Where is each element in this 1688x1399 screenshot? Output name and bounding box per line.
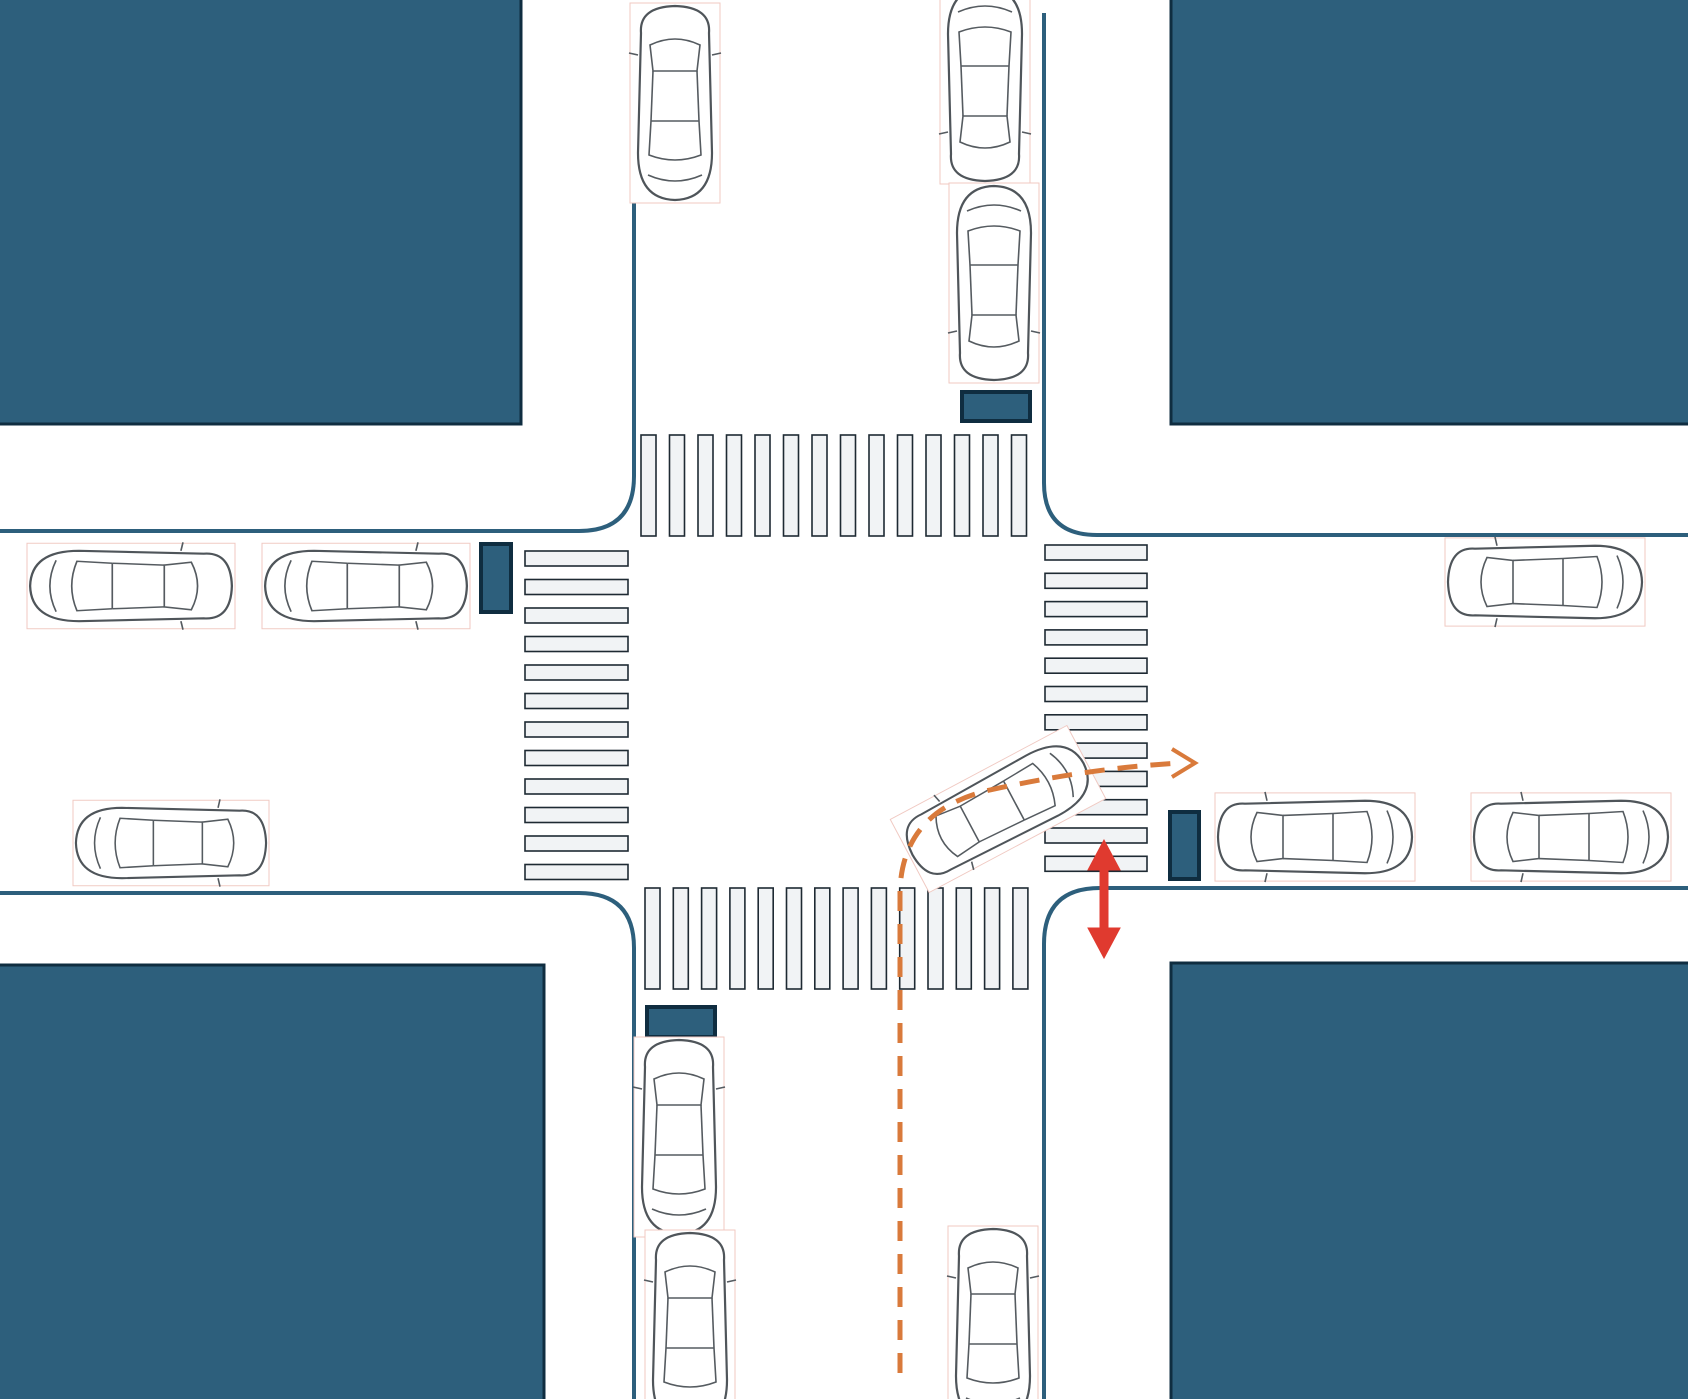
- crosswalk-stripe: [524, 863, 629, 881]
- crosswalk-stripe: [1012, 887, 1029, 990]
- car-parked-east-2: [1213, 790, 1417, 884]
- building-block-northeast: [1169, 0, 1688, 426]
- crosswalk-stripe: [982, 434, 999, 537]
- car-parked-west-1: [25, 541, 237, 631]
- crosswalk-stripe: [524, 778, 629, 795]
- car-parked-west-3: [71, 798, 271, 888]
- turn-path-arrow: [897, 747, 1199, 1373]
- crosswalk-south: [644, 887, 1029, 990]
- curb-southwest: [0, 891, 636, 1399]
- building-block-northwest: [0, 0, 523, 426]
- crosswalk-stripe: [925, 434, 942, 537]
- car-parked-south-left-1: [631, 1035, 727, 1239]
- crosswalk-stripe: [1044, 600, 1148, 618]
- crosswalk-stripe: [524, 664, 629, 681]
- crosswalk-stripe: [524, 835, 629, 852]
- building-block-southwest: [0, 963, 546, 1399]
- crosswalk-stripe: [672, 887, 690, 990]
- car-parked-south-left-2: [642, 1228, 738, 1399]
- crosswalk-stripe: [1044, 685, 1148, 703]
- crosswalk-stripe: [811, 434, 828, 537]
- car-parked-west-2: [260, 541, 472, 631]
- crosswalk-stripe: [524, 806, 629, 824]
- car-parked-east-3: [1469, 790, 1673, 884]
- crosswalk-stripe: [983, 887, 1001, 990]
- crosswalk-stripe: [729, 887, 746, 990]
- crosswalk-stripe: [640, 434, 657, 537]
- crosswalk-stripe: [524, 635, 629, 653]
- crosswalk-stripe: [1044, 827, 1148, 844]
- car-parked-north-left-1: [627, 1, 723, 205]
- crosswalk-stripe: [896, 434, 914, 537]
- crosswalk-stripe: [668, 434, 686, 537]
- crosswalk-west: [524, 550, 629, 881]
- curb-extension-east: [1168, 810, 1201, 881]
- crosswalk-stripe: [754, 434, 771, 537]
- crosswalk-stripe: [870, 887, 888, 990]
- crosswalk-stripe: [868, 434, 885, 537]
- crosswalk-stripe: [524, 578, 629, 596]
- crosswalk-stripe: [757, 887, 775, 990]
- crosswalk-stripe: [1044, 657, 1148, 675]
- crosswalk-stripe: [644, 887, 661, 990]
- curb-northeast: [1042, 13, 1688, 537]
- crosswalk-stripe: [1010, 434, 1028, 537]
- car-parked-north-right-1: [937, 0, 1033, 186]
- crosswalk-stripe: [1044, 629, 1148, 646]
- crosswalk-stripe: [700, 887, 718, 990]
- curb-extension-north: [960, 390, 1032, 423]
- crosswalk-stripe: [524, 692, 629, 710]
- crosswalk-stripe: [697, 434, 714, 537]
- car-parked-north-right-2: [946, 181, 1042, 385]
- curb-northwest: [0, 7, 636, 533]
- crosswalk-east: [1044, 544, 1148, 873]
- crosswalk-stripe: [1044, 544, 1148, 561]
- crosswalk-stripe: [842, 887, 859, 990]
- crosswalk-stripe: [1044, 713, 1148, 731]
- crosswalk-north: [640, 434, 1028, 537]
- curb-extension-south: [645, 1005, 717, 1039]
- crosswalk-stripe: [1044, 572, 1148, 590]
- crosswalk-stripe: [927, 887, 944, 990]
- crosswalk-stripe: [524, 749, 629, 767]
- crosswalk-stripe: [524, 550, 629, 567]
- crosswalk-stripe: [524, 607, 629, 624]
- double-headed-arrow-icon: [1087, 838, 1121, 960]
- building-block-southeast: [1169, 961, 1688, 1399]
- crosswalk-stripe: [785, 887, 803, 990]
- car-parked-south-right-1: [945, 1224, 1041, 1399]
- curb-southeast: [1042, 886, 1688, 1399]
- car-parked-east-1: [1443, 535, 1647, 629]
- crosswalk-stripe: [839, 434, 857, 537]
- crosswalk-stripe: [725, 434, 743, 537]
- crosswalk-stripe: [953, 434, 971, 537]
- crosswalk-stripe: [955, 887, 973, 990]
- curb-extension-west: [479, 542, 513, 614]
- crosswalk-stripe: [782, 434, 800, 537]
- crosswalk-stripe: [813, 887, 831, 990]
- crosswalk-stripe: [524, 721, 629, 738]
